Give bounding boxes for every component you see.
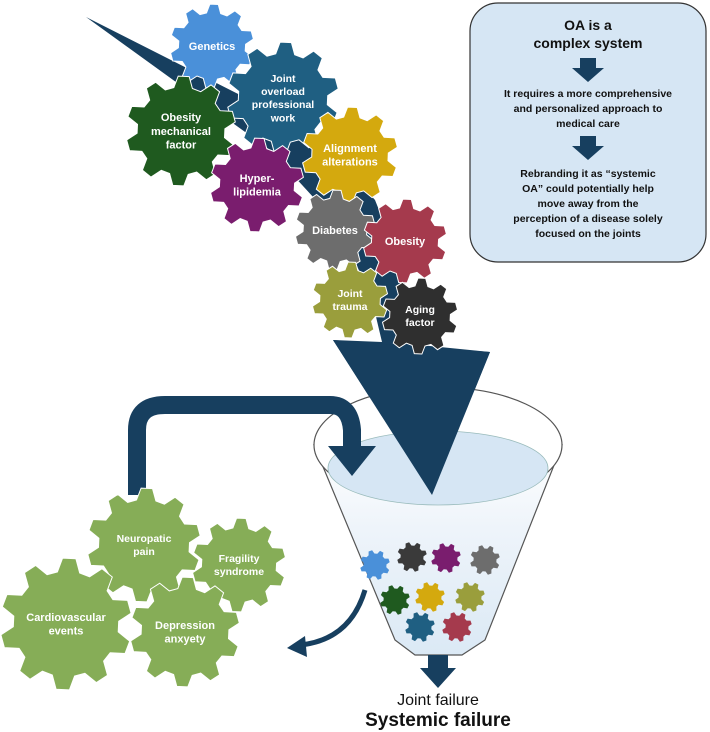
joint-overload-gear-shape (227, 41, 339, 155)
main-flow-arrow-head (333, 340, 490, 495)
fragility-label-line-2: syndrome (214, 566, 264, 578)
info-heading-line-1: OA is a (564, 17, 612, 33)
alignment-gear: Alignment alterations (302, 106, 398, 204)
genetics-gear-shape (170, 3, 254, 89)
diabetes-gear: Diabetes (294, 189, 376, 271)
info-step-arrow-1 (572, 58, 604, 82)
funnel-gear-4 (470, 545, 500, 575)
hyperlipidemia-gear: Hyper-lipidemia (210, 137, 304, 233)
info-step2-line-5: focused on the joints (535, 228, 641, 240)
obesity-mechanical-label-line-3: factor (166, 140, 197, 152)
depression-gear: Depression anxyety (130, 576, 240, 688)
genetics-label-line-1: Genetics (189, 41, 235, 53)
aging-label-line-1: Aging (405, 304, 435, 316)
info-step1-line-2: and personalized approach to (514, 103, 663, 115)
info-step2-line-2: OA” could potentially help (522, 183, 654, 195)
hyperlipidemia-label-line-1: Hyper- (240, 173, 275, 185)
aging-gear-shape (381, 277, 459, 355)
info-heading-line-2: complex system (534, 35, 643, 51)
cardiovascular-label-line-2: events (49, 626, 84, 638)
joint-failure-label: Joint failure (397, 692, 479, 709)
funnel-gear-2 (397, 542, 427, 572)
funnel-gear-8 (405, 612, 435, 642)
joint-overload-label-line-1: Joint (270, 73, 296, 85)
joint-trauma-label-line-1: Joint (337, 288, 363, 300)
joint-trauma-gear-shape (311, 261, 389, 339)
outcome-gears: NeuropaticpainFragilitysyndromeCardiovas… (0, 487, 286, 691)
info-step2-line-4: perception of a disease solely (513, 213, 663, 225)
depression-label-line-2: anxyety (165, 634, 207, 646)
obesity-mechanical-gear-shape (126, 75, 236, 187)
cardiovascular-gear-shape (0, 557, 132, 691)
info-step-arrow-2 (572, 136, 604, 160)
alignment-gear-shape (302, 106, 398, 204)
info-step2-line-3: move away from the (538, 198, 639, 210)
funnel-gear-6 (415, 582, 445, 612)
feedback-arrow (128, 396, 361, 495)
aging-label-line-2: factor (405, 317, 434, 329)
info-step2-line-1: Rebranding it as “systemic (520, 168, 656, 180)
diabetes-label-line-1: Diabetes (312, 225, 358, 237)
joint-trauma-label-line-2: trauma (332, 301, 367, 313)
depression-label-line-1: Depression (155, 620, 215, 632)
funnel-gear-3 (431, 543, 461, 573)
joint-overload-label-line-4: work (270, 112, 296, 124)
cardiovascular-gear: Cardiovascular events (0, 557, 132, 691)
funnel-gear-1 (360, 550, 390, 580)
depression-gear-shape (130, 576, 240, 688)
fragility-label-line-1: Fragility (219, 553, 260, 565)
info-box-bg (469, 2, 707, 263)
systemic-failure-label: Systemic failure (365, 710, 511, 731)
joint-overload-label-line-3: professional (252, 99, 315, 111)
hyperlipidemia-gear-shape (210, 137, 304, 233)
obesity-gear: Obesity (363, 198, 447, 284)
alignment-label-line-1: Alignment (323, 143, 377, 155)
info-step1-line-3: medical care (556, 118, 620, 130)
obesity-mechanical-label-line-1: Obesity (161, 112, 202, 124)
funnel-gears (360, 542, 500, 642)
neuropathic-label-line-2: pain (133, 546, 155, 558)
joint-overload-label-line-2: overload (261, 86, 305, 98)
obesity-label-line-1: Obesity (385, 236, 426, 248)
genetics-gear: Genetics (170, 3, 254, 89)
obesity-mechanical-label-line-2: mechanical (151, 126, 211, 138)
info-step1-line-1: It requires a more comprehensive (504, 88, 672, 100)
obesity-mechanical-gear: Obesity mechanical factor (126, 75, 236, 187)
neuropathic-label-line-1: Neuropatic (117, 533, 172, 545)
side-output-arrow (299, 589, 368, 648)
obesity-gear-shape (363, 198, 447, 284)
output-arrow (420, 655, 456, 688)
funnel-gear-9 (442, 612, 472, 642)
hyperlipidemia-label-line-2: lipidemia (233, 187, 282, 199)
alignment-label-line-2: alterations (322, 157, 378, 169)
side-output-arrow-head (287, 636, 307, 657)
info-box: OA is a complex system It requires a mor… (469, 2, 707, 263)
cardiovascular-label-line-1: Cardiovascular (26, 612, 106, 624)
funnel-gear-7 (455, 582, 485, 612)
feedback-arrow-head (328, 446, 376, 476)
input-gears: GeneticsJointoverloadprofessionalworkObe… (126, 3, 459, 355)
funnel-gear-5 (380, 585, 410, 615)
